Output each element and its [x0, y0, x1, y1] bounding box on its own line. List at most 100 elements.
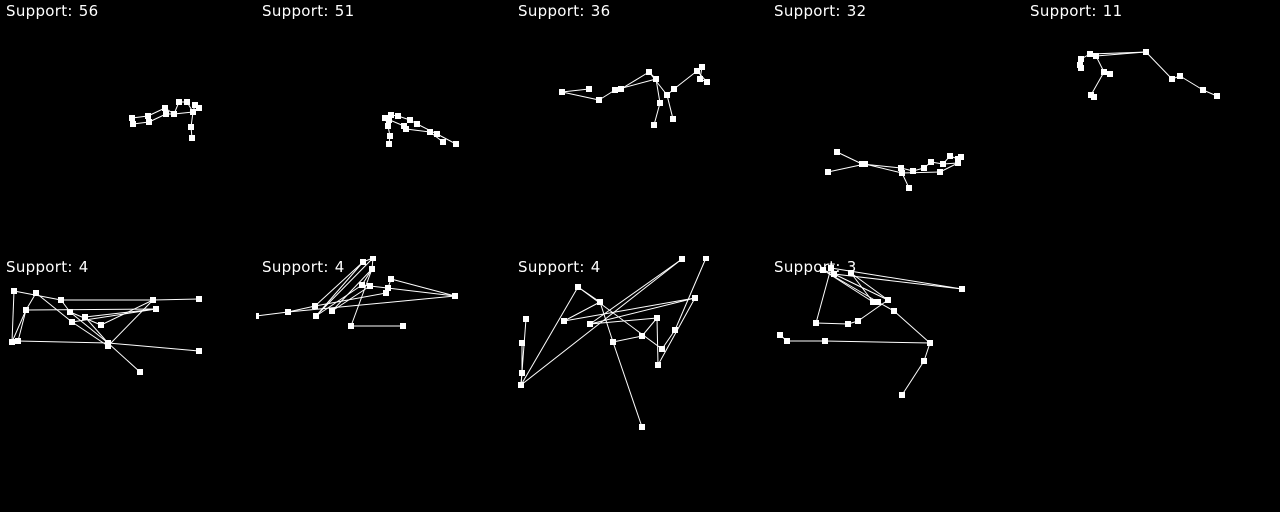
graph-node — [834, 149, 840, 155]
graph-edge — [1089, 51, 1147, 55]
graph-edge — [901, 360, 925, 396]
graph-node — [382, 115, 388, 121]
graph-edge — [152, 298, 200, 301]
graph-node — [403, 126, 409, 132]
graph-node — [1101, 69, 1107, 75]
skeleton-graph — [825, 149, 964, 191]
pattern-panel: Support: 4 — [0, 256, 256, 512]
graph-node — [105, 343, 111, 349]
support-label-text: Support: — [774, 258, 841, 276]
graph-node — [612, 87, 618, 93]
graph-edge — [857, 299, 889, 322]
skeleton-graph — [9, 288, 202, 375]
graph-edge — [25, 308, 157, 311]
graph-node — [427, 129, 433, 135]
graph-edge — [827, 163, 866, 173]
graph-node — [82, 314, 88, 320]
pattern-panel: Support:11 — [1024, 0, 1280, 256]
graph-node — [559, 89, 565, 95]
support-value: 4 — [590, 258, 601, 276]
support-label: Support: 4 — [6, 257, 89, 277]
graph-edge — [661, 329, 676, 350]
graph-node — [1078, 65, 1084, 71]
graph-edge — [655, 78, 661, 104]
graph-edge — [84, 316, 109, 344]
graph-node — [395, 113, 401, 119]
graph-edge — [69, 311, 109, 344]
skeleton-graph — [129, 99, 202, 141]
graph-node — [385, 123, 391, 129]
graph-node — [386, 141, 392, 147]
graph-node — [129, 115, 135, 121]
graph-node — [150, 297, 156, 303]
graph-edge — [35, 292, 73, 323]
graph-node — [518, 382, 524, 388]
graph-edge — [1179, 75, 1204, 91]
graph-node — [184, 99, 190, 105]
graph-edge — [673, 70, 698, 90]
graph-node — [58, 297, 64, 303]
graph-edge — [315, 284, 363, 317]
graph-edge — [107, 342, 141, 373]
graph-edge — [815, 322, 849, 325]
graph-node — [11, 288, 17, 294]
support-label: Support:11 — [1030, 1, 1122, 21]
graph-edge — [17, 340, 109, 344]
graph-edge — [17, 309, 27, 342]
graph-edge — [589, 297, 696, 325]
graph-edge — [850, 272, 889, 301]
support-label-text: Support: — [1030, 2, 1097, 20]
graph-node — [870, 299, 876, 305]
graph-node — [927, 340, 933, 346]
graph-edge — [674, 257, 707, 331]
graph-edge — [577, 286, 663, 350]
support-label-text: Support: — [6, 2, 73, 20]
pattern-panel: Support:56 — [0, 0, 256, 256]
graph-node — [899, 170, 905, 176]
pattern-panel: Support:4 — [512, 256, 768, 512]
graph-node — [523, 316, 529, 322]
support-value: 51 — [334, 2, 355, 20]
graph-node — [196, 105, 202, 111]
support-value: 4 — [78, 258, 89, 276]
graph-node — [639, 424, 645, 430]
graph-edge — [653, 102, 661, 126]
graph-edge — [656, 317, 659, 366]
graph-node — [192, 102, 198, 108]
graph-node — [959, 286, 965, 292]
graph-node — [940, 161, 946, 167]
graph-edge — [287, 305, 316, 313]
graph-node — [692, 295, 698, 301]
graph-node — [452, 293, 458, 299]
graph-node — [145, 113, 151, 119]
graph-node — [1093, 53, 1099, 59]
graph-node — [697, 76, 703, 82]
graph-node — [23, 307, 29, 313]
support-label-text: Support: — [774, 2, 841, 20]
graph-node — [813, 320, 819, 326]
graph-edge — [815, 267, 832, 324]
support-value: 32 — [846, 2, 867, 20]
graph-node — [646, 69, 652, 75]
graph-edge — [563, 297, 696, 322]
graph-edge — [648, 71, 668, 96]
graph-node — [679, 256, 685, 262]
graph-node — [831, 271, 837, 277]
graph-node — [360, 259, 366, 265]
graph-node — [369, 266, 375, 272]
graph-edge — [173, 111, 194, 115]
graph-node — [659, 346, 665, 352]
graph-edge — [314, 261, 364, 307]
graph-node — [875, 299, 881, 305]
graph-edge — [287, 295, 456, 313]
support-label-text: Support: — [6, 258, 73, 276]
skeleton-graph — [518, 256, 709, 430]
graph-node — [651, 122, 657, 128]
support-label: Support:56 — [6, 1, 98, 21]
graph-node — [862, 161, 868, 167]
graph-node — [9, 339, 15, 345]
graph-node — [329, 308, 335, 314]
graph-edge — [256, 311, 289, 317]
graph-node — [1078, 56, 1084, 62]
graph-node — [855, 318, 861, 324]
